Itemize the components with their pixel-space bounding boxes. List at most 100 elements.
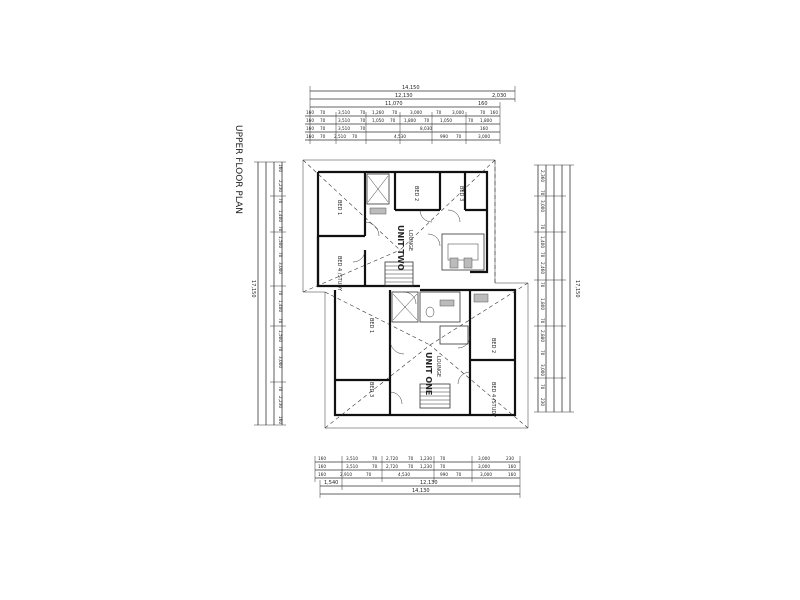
u2-bed1: BED 1 <box>336 200 342 215</box>
top-dim-r3-9: 70 <box>480 110 486 115</box>
left-dim-10: 70 <box>278 318 283 324</box>
bot-r2-2: 70 <box>372 464 378 469</box>
top-dim-r5-4: 8,030 <box>420 126 432 131</box>
right-dim-13: 70 <box>540 384 545 390</box>
left-dim-1: 2,230 <box>278 180 283 192</box>
right-dim-2: 3,000 <box>540 200 545 212</box>
bottom-dimensions: 160 3,510 70 2,720 70 1,230 70 3,000 230… <box>314 456 521 498</box>
top-dim-r5-3: 70 <box>360 126 366 131</box>
bot-r2-4: 70 <box>408 464 414 469</box>
right-dim-11: 70 <box>540 350 545 356</box>
top-dim-r4-2: 3,510 <box>338 118 350 123</box>
right-dim-10: 2,880 <box>540 330 545 342</box>
top-dim-r6-5: 990 <box>440 134 448 139</box>
bot-r2-8: 160 <box>508 464 516 469</box>
bot-r4-0: 1,540 <box>324 480 338 486</box>
drawing-title: UPPER FLOOR PLAN <box>233 125 243 214</box>
bot-r1-2: 70 <box>372 456 378 461</box>
bot-r2-6: 70 <box>440 464 446 469</box>
top-dim-r1-b: 2,030 <box>492 93 506 99</box>
top-dim-r4-7: 70 <box>424 118 430 123</box>
top-dim-r6-6: 70 <box>456 134 462 139</box>
bot-r1-1: 3,510 <box>346 456 358 461</box>
top-dim-r4-10: 1,800 <box>480 118 492 123</box>
bot-r1-5: 1,230 <box>420 456 432 461</box>
top-dim-r1-a: 12,130 <box>395 93 413 99</box>
left-dimensions: 17,150 160 2,230 70 1,400 70 1,500 70 3,… <box>250 161 286 426</box>
u1-unit-name: UNIT ONE <box>424 352 433 395</box>
building-outline <box>302 159 529 429</box>
top-dim-r6-3: 70 <box>352 134 358 139</box>
u2-unit-name: UNIT TWO <box>396 225 405 271</box>
right-dim-4: 1,400 <box>540 236 545 248</box>
bot-r1-8: 230 <box>506 456 514 461</box>
bottom-overall-dim: 14,130 <box>412 488 430 494</box>
u1-lounge: LOUNGE <box>435 356 441 377</box>
bot-r2-1: 3,510 <box>346 464 358 469</box>
left-dim-8: 70 <box>278 290 283 296</box>
top-dim-r4-1: 70 <box>320 118 326 123</box>
top-dim-r3-2: 3,510 <box>338 110 350 115</box>
left-dim-7: 3,000 <box>278 262 283 274</box>
top-dim-r6-7: 3,000 <box>478 134 490 139</box>
left-overall-dim: 17,150 <box>250 280 256 298</box>
left-dim-12: 70 <box>278 346 283 352</box>
right-dim-6: 2,460 <box>540 262 545 274</box>
right-dimensions: 17,150 2,360 70 3,000 70 1,400 70 2,460 … <box>534 164 580 413</box>
bot-r3-5: 70 <box>456 472 462 477</box>
left-dim-16: 160 <box>278 416 283 424</box>
bot-r3-0: 160 <box>318 472 326 477</box>
bot-r4-1: 12,130 <box>420 480 438 486</box>
top-dim-r3-3: 70 <box>360 110 366 115</box>
left-dim-5: 1,500 <box>278 236 283 248</box>
bot-r1-6: 70 <box>440 456 446 461</box>
u1-bed1: BED 1 <box>368 318 374 333</box>
top-dim-r4-9: 70 <box>468 118 474 123</box>
top-dim-r2-b: 160 <box>478 101 488 107</box>
left-dim-11: 1,500 <box>278 330 283 342</box>
u2-bed2: BED 2 <box>413 186 419 201</box>
top-dim-r3-6: 3,000 <box>410 110 422 115</box>
bot-r1-7: 3,000 <box>478 456 490 461</box>
u2-lounge: LOUNGE <box>407 230 413 251</box>
right-dim-0: 2,360 <box>540 170 545 182</box>
top-dim-r4-4: 1,050 <box>372 118 384 123</box>
bot-r3-2: 70 <box>366 472 372 477</box>
top-dim-r6-2: 2,510 <box>334 134 346 139</box>
bot-r2-7: 3,000 <box>478 464 490 469</box>
left-dim-6: 70 <box>278 252 283 258</box>
right-dim-12: 3,000 <box>540 364 545 376</box>
top-dim-r4-5: 70 <box>390 118 396 123</box>
top-dim-r2-a: 11,070 <box>385 101 403 107</box>
right-dim-9: 70 <box>540 318 545 324</box>
right-overall-dim: 17,150 <box>574 280 580 298</box>
right-dim-1: 70 <box>540 190 545 196</box>
left-dim-13: 3,000 <box>278 356 283 368</box>
unit-one-plan: UNIT ONE LOUNGE BED 1 BED 2 BED 3 BED 4 … <box>335 290 515 418</box>
bot-r2-0: 160 <box>318 464 326 469</box>
top-dim-r3-5: 70 <box>392 110 398 115</box>
u1-bed4: BED 4 /STUDY <box>490 382 496 418</box>
right-dim-5: 70 <box>540 252 545 258</box>
left-dim-9: 1,400 <box>278 300 283 312</box>
bot-r2-3: 2,720 <box>386 464 398 469</box>
left-dim-2: 70 <box>278 198 283 204</box>
bot-r1-4: 70 <box>408 456 414 461</box>
bot-r1-0: 160 <box>318 456 326 461</box>
bot-r3-1: 2,910 <box>340 472 352 477</box>
bot-r3-6: 3,000 <box>480 472 492 477</box>
u2-bed4: BED 4 /STUDY <box>336 256 342 292</box>
left-dim-3: 1,400 <box>278 210 283 222</box>
top-dim-r3-8: 3,000 <box>452 110 464 115</box>
top-dim-r4-6: 1,800 <box>404 118 416 123</box>
right-dim-3: 70 <box>540 224 545 230</box>
top-dim-r3-7: 70 <box>436 110 442 115</box>
bot-r2-5: 1,230 <box>420 464 432 469</box>
bot-r3-3: 4,530 <box>398 472 410 477</box>
u2-bed3: BED 3 <box>458 186 464 201</box>
top-dim-r5-2: 3,510 <box>338 126 350 131</box>
top-dim-r5-1: 70 <box>320 126 326 131</box>
left-dim-15: 2,230 <box>278 396 283 408</box>
u1-bed3: BED 3 <box>368 382 374 397</box>
right-dim-14: 230 <box>540 398 545 406</box>
